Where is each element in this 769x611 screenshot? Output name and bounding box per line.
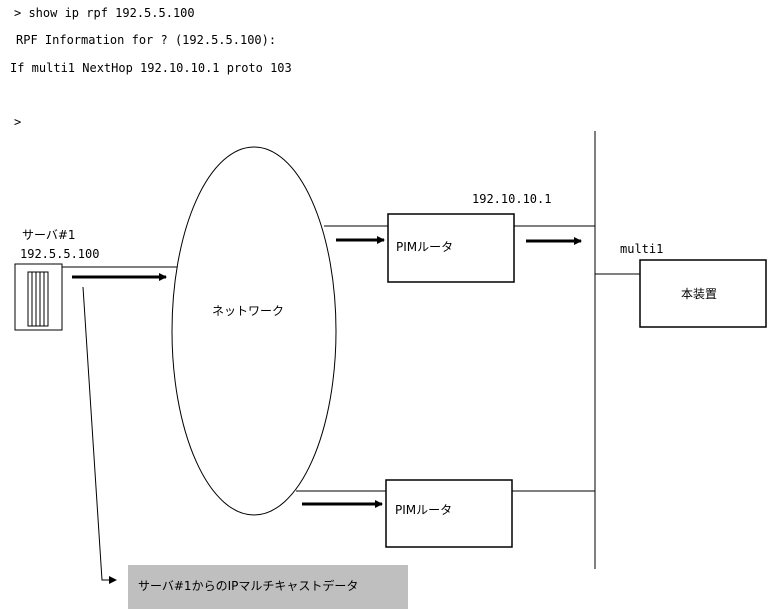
device-box <box>639 259 767 328</box>
server-name-label: サーバ#1 <box>22 228 76 242</box>
multicast-pointer <box>82 286 117 584</box>
router1-ip-label: 192.10.10.1 <box>472 192 552 206</box>
router1-box <box>387 213 515 283</box>
terminal-line-interface: If multi1 NextHop 192.10.10.1 proto 103 <box>10 61 292 75</box>
router2-label: PIMルータ <box>395 503 453 517</box>
router2-box <box>385 479 513 548</box>
multicast-data-label: サーバ#1からのIPマルチキャストデータ <box>138 579 359 593</box>
multicast-data-box: サーバ#1からのIPマルチキャストデータ <box>128 565 408 609</box>
server-icon <box>14 263 63 331</box>
terminal-line-prompt: > <box>14 115 22 129</box>
device-label: 本装置 <box>681 287 718 301</box>
terminal-line-command: > show ip rpf 192.5.5.100 <box>14 6 195 20</box>
server-ip-label: 192.5.5.100 <box>20 247 100 261</box>
network-label: ネットワーク <box>212 304 285 318</box>
interface-label: multi1 <box>620 242 664 256</box>
terminal-line-rpf-info: RPF Information for ? (192.5.5.100): <box>16 33 277 47</box>
router1-label: PIMルータ <box>396 240 454 254</box>
network-cloud <box>171 146 337 516</box>
